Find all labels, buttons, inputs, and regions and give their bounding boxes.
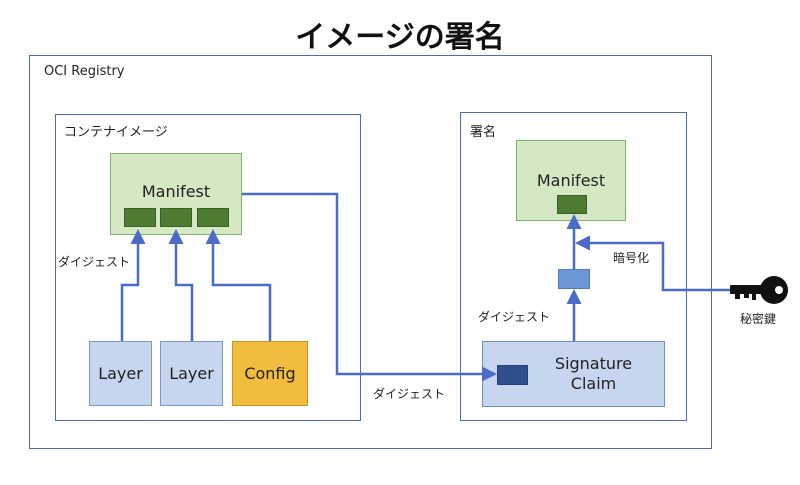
signature-frame	[460, 112, 687, 421]
arrow-config-to-manifest	[205, 229, 272, 341]
layer-box-1: Layer	[89, 341, 152, 406]
private-key-label: 秘密鍵	[740, 312, 777, 326]
arrow-key-to-encrypt	[575, 235, 733, 292]
layer-box-2: Layer	[160, 341, 223, 406]
manifest-digest-slot-1	[124, 208, 156, 227]
signature-manifest-label: Manifest	[536, 171, 606, 190]
config-box: Config	[232, 341, 308, 406]
signature-digest-label: ダイジェスト	[478, 310, 551, 324]
signature-frame-label: 署名	[470, 125, 497, 140]
arrow-layer1-to-manifest	[120, 229, 146, 341]
container-digest-label: ダイジェスト	[58, 255, 131, 269]
container-image-label: コンテナイメージ	[64, 125, 168, 140]
arrow-layer2-to-manifest	[168, 229, 194, 341]
signature-claim-line1: Signature	[554, 354, 633, 373]
container-image-frame	[55, 114, 361, 421]
signature-claim-line2: Claim	[570, 374, 617, 393]
manifest-digest-slot-2	[160, 208, 192, 227]
signature-claim-digest-slot	[497, 365, 528, 385]
manifest-digest-slot-3	[197, 208, 229, 227]
digest-block	[558, 269, 590, 289]
signature-manifest-digest-slot	[557, 195, 587, 214]
oci-registry-frame	[29, 55, 712, 449]
oci-registry-label: OCI Registry	[44, 64, 125, 79]
encrypt-label: 暗号化	[613, 251, 650, 265]
bottom-digest-label: ダイジェスト	[373, 387, 446, 401]
arrow-manifest-to-claim	[242, 192, 497, 382]
private-key-icon	[730, 276, 788, 304]
diagram-title: イメージの署名	[295, 20, 505, 55]
image-manifest-label: Manifest	[141, 182, 211, 201]
